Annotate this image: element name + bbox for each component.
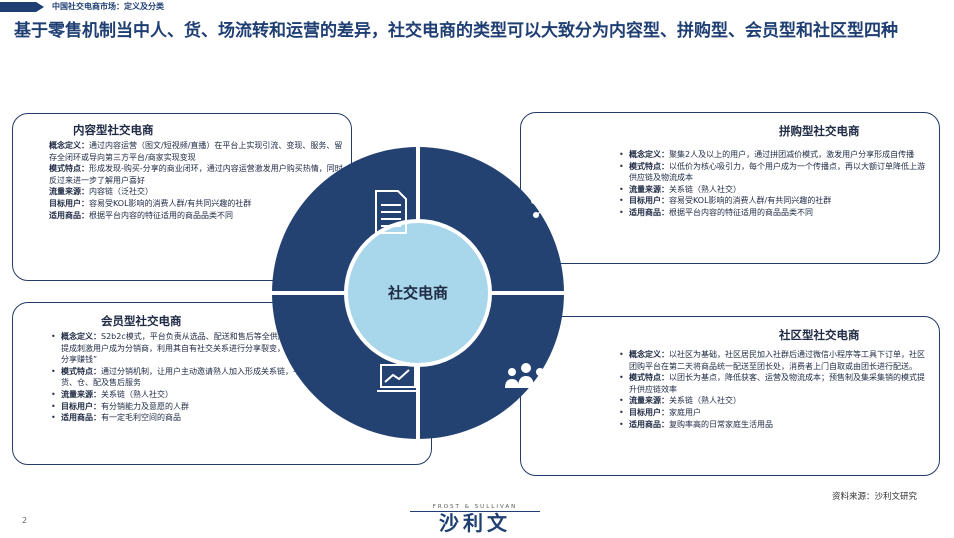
item-text: 关系链（熟人社交） [669,396,741,406]
list-item: 流量来源：关系链（熟人社交） [619,184,929,196]
list-item: 目标用户：容易受KOL影响的消费人群/有共同兴趣的社群 [619,195,929,207]
list-item: 目标用户：有分销能力及意愿的人群 [51,401,351,413]
item-label: 模式特点： [629,161,669,171]
list-item: 目标用户：家庭用户 [619,407,929,419]
center-wheel: 社交电商 [270,145,568,441]
item-text: 聚集2人及以上的用户，通过拼团减价模式，激发用户分享形成自传播 [669,150,915,159]
panel-group-buy-type: 拼购型社交电商 概念定义：聚集2人及以上的用户，通过拼团减价模式，激发用户分享形… [520,112,940,264]
item-label: 目标用户： [629,407,669,417]
people-group-icon [505,363,547,388]
panel-content-type: 内容型社交电商 概念定义：通过内容运营（图文/短视频/直播）在平台上实现引流、变… [12,113,352,281]
item-text: 有分销能力及意愿的人群 [101,401,189,411]
list-item: 流量来源：内容链（泛社交） [35,186,345,198]
item-label: 模式特点： [49,164,89,174]
list-item: 适用商品：复购率高的日常家庭生活用品 [619,419,929,431]
gear-network-icon [531,176,568,226]
list-item: 概念定义：通过内容运营（图文/短视频/直播）在平台上实现引流、变现、服务、留存全… [35,140,345,163]
header-bar: 中国社交电商市场：定义及分类 [0,0,954,14]
center-label: 社交电商 [387,284,448,302]
page-title: 基于零售机制当中人、货、场流转和运营的差异，社交电商的类型可以大致分为内容型、拼… [14,21,898,41]
item-text: 容易受KOL影响的消费人群/有共同兴趣的社群 [89,198,252,208]
item-text: S2b2c模式，平台负责从选品、配送和售后等全供应链流程。通过销售提成刺激用户成… [61,332,350,365]
item-text: 根据平台内容的特征适用的商品品类不同 [669,207,813,217]
panel-list: 概念定义：通过内容运营（图文/短视频/直播）在平台上实现引流、变现、服务、留存全… [35,140,345,221]
header-flag [0,2,44,12]
panel-title: 内容型社交电商 [73,123,154,137]
panel-title: 社区型社交电商 [779,328,860,342]
logo-text: 沙利文 [439,511,511,535]
list-item: 概念定义：聚集2人及以上的用户，通过拼团减价模式，激发用户分享形成自传播 [619,149,929,161]
item-label: 模式特点： [629,373,669,383]
item-label: 概念定义： [61,332,101,341]
item-text: 通过内容运营（图文/短视频/直播）在平台上实现引流、变现、服务、留存全闭环或导向… [49,141,343,162]
item-label: 流量来源： [629,396,669,406]
item-text: 容易受KOL影响的消费人群/有共同兴趣的社群 [669,196,832,206]
item-label: 适用商品： [629,419,669,429]
item-text: 关系链（熟人社交） [101,389,173,399]
item-label: 目标用户： [629,196,669,206]
item-label: 目标用户： [61,401,101,411]
panel-title: 会员型社交电商 [101,314,182,328]
list-item: 目标用户：容易受KOL影响的消费人群/有共同兴趣的社群 [35,198,345,210]
item-text: 以团长为基点，降低获客、运营及物流成本；预售制及集采集销的模式提升供应链效率 [629,373,925,394]
logo-subtitle: FROST & SULLIVAN [432,504,518,510]
panel-list: 概念定义：S2b2c模式，平台负责从选品、配送和售后等全供应链流程。通过销售提成… [51,331,351,424]
item-label: 流量来源： [61,389,101,399]
list-item: 流量来源：关系链（熟人社交） [51,389,351,401]
list-item: 模式特点：以团长为基点，降低获客、运营及物流成本；预售制及集采集销的模式提升供应… [619,372,929,395]
item-label: 适用商品： [49,210,89,220]
list-item: 概念定义：S2b2c模式，平台负责从选品、配送和售后等全供应链流程。通过销售提成… [51,331,351,366]
panel-list: 概念定义：聚集2人及以上的用户，通过拼团减价模式，激发用户分享形成自传播 模式特… [619,149,929,219]
document-icon [375,190,407,234]
item-text: 通过分销机制，让用户主动邀请熟人加入形成关系链，平台统一提供货、仓、配及售后服务 [61,366,341,388]
center-circle [348,223,488,363]
panel-title: 拼购型社交电商 [779,124,860,138]
source-note: 资料来源：沙利文研究 [832,492,918,502]
item-label: 概念定义： [49,141,89,150]
panel-community-type: 社区型社交电商 概念定义：以社区为基础，社区居民加入社群后通过微信小程序等工具下… [520,316,940,476]
item-label: 概念定义： [629,350,669,359]
item-label: 目标用户： [49,198,89,208]
item-text: 复购率高的日常家庭生活用品 [669,419,773,429]
breadcrumb: 中国社交电商市场：定义及分类 [52,2,164,11]
list-item: 适用商品：根据平台内容的特征适用的商品品类不同 [619,207,929,219]
item-label: 流量来源： [49,187,89,197]
item-text: 以低价为核心吸引力，每个用户成为一个传播点，再以大额订单降低上游供应链及物流成本 [629,161,925,183]
item-text: 家庭用户 [669,407,701,417]
list-item: 模式特点：形成发现-购买-分享的商业闭环，通过内容运营激发用户购买热情，同时反过… [35,163,345,186]
list-item: 流量来源：关系链（熟人社交） [619,395,929,407]
list-item: 适用商品：有一定毛利空间的商品 [51,412,351,424]
item-text: 关系链（熟人社交） [669,184,741,194]
list-item: 模式特点：通过分销机制，让用户主动邀请熟人加入形成关系链，平台统一提供货、仓、配… [51,366,351,389]
item-text: 形成发现-购买-分享的商业闭环，通过内容运营激发用户购买热情，同时反过来进一步了… [49,164,343,185]
list-item: 模式特点：以低价为核心吸引力，每个用户成为一个传播点，再以大额订单降低上游供应链… [619,161,929,184]
list-item: 适用商品：根据平台内容的特征适用的商品品类不同 [35,210,345,222]
item-text: 根据平台内容的特征适用的商品品类不同 [89,210,233,220]
logo-line [410,511,540,512]
panel-list: 概念定义：以社区为基础，社区居民加入社群后通过微信小程序等工具下订单，社区团购平… [619,349,929,430]
item-label: 概念定义： [629,150,669,159]
item-label: 模式特点： [61,366,101,376]
item-label: 流量来源： [629,184,669,194]
item-label: 适用商品： [61,413,101,423]
list-item: 概念定义：以社区为基础，社区居民加入社群后通过微信小程序等工具下订单，社区团购平… [619,349,929,372]
page-number: 2 [22,516,28,525]
item-label: 适用商品： [629,207,669,217]
item-text: 内容链（泛社交） [89,187,153,197]
presentation-chart-icon [377,364,419,392]
item-text: 有一定毛利空间的商品 [101,413,181,423]
item-text: 以社区为基础，社区居民加入社群后通过微信小程序等工具下订单，社区团购平台在第二天… [629,350,925,371]
brand-logo: FROST & SULLIVAN 沙利文 [410,504,540,534]
